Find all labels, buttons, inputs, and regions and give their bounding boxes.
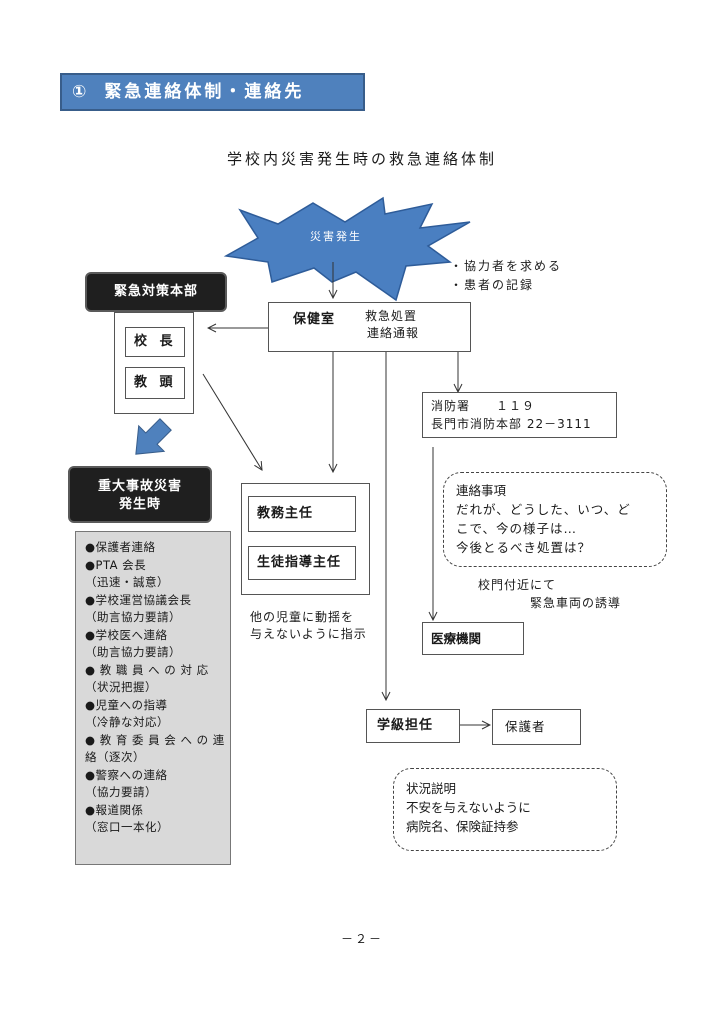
situation-line-2: 病院名、保険証持参 xyxy=(406,819,519,834)
hq-box: 校 長 教 頭 xyxy=(114,312,194,414)
serious-list-item: ● 教 育 委 員 会 へ の 連 xyxy=(85,732,225,747)
hq-label: 緊急対策本部 xyxy=(85,272,227,312)
staff-note: 他の児童に動揺を 与えないように指示 xyxy=(250,609,367,643)
hq-member-vice-principal: 教 頭 xyxy=(125,367,185,399)
serious-list-item: ●PTA 会長 xyxy=(85,557,147,572)
explosion-shape xyxy=(223,196,471,302)
health-room-actions: 救急処置 連絡通報 xyxy=(365,308,419,342)
situation-box: 状況説明 不安を与えないように 病院名、保険証持参 xyxy=(393,768,617,851)
serious-list-item: （窓口一本化） xyxy=(85,820,169,834)
serious-action-list: ●保護者連絡 ●PTA 会長 （迅速・誠意） ●学校運営協議会長 （助言協力要請） ●学校… xyxy=(75,531,231,865)
staff-box: 教務主任 生徒指導主任 xyxy=(241,483,370,595)
fire-dept-box: 消防署 １１９ 長門市消防本部 22－3111 xyxy=(422,392,617,438)
serious-list-item: ●児童への指導 xyxy=(85,697,168,712)
staff-note-1: 他の児童に動揺を xyxy=(250,610,355,624)
serious-accident-label: 重大事故災害 発生時 xyxy=(68,466,212,523)
section-number: ① xyxy=(72,82,87,102)
health-room-box: 保健室 救急処置 連絡通報 xyxy=(268,302,471,352)
serious-list-item: （協力要請） xyxy=(85,785,157,799)
fire-dept-line-1: 消防署 １１９ xyxy=(431,399,536,413)
event-label: 災害発生 xyxy=(310,230,362,243)
serious-label-line-2: 発生時 xyxy=(118,497,161,512)
serious-list-item: （迅速・誠意） xyxy=(85,575,169,589)
section-title: 緊急連絡体制・連絡先 xyxy=(104,82,305,102)
section-header: ① 緊急連絡体制・連絡先 xyxy=(60,73,365,111)
contact-items-box: 連絡事項 だれが、どうした、いつ、ど こで、今の様子は… 今後とるべき処置は？ xyxy=(443,472,667,567)
serious-list-item: （状況把握） xyxy=(85,680,157,694)
diagram-title: 学校内災害発生時の救急連絡体制 xyxy=(226,150,497,168)
fire-dept-line-2: 長門市消防本部 22－3111 xyxy=(431,417,592,431)
homeroom-box: 学級担任 xyxy=(366,709,460,743)
serious-list-item: （冷静な対応） xyxy=(85,715,169,729)
situation-title: 状況説明 xyxy=(406,781,457,796)
health-action-2: 連絡通報 xyxy=(367,326,420,340)
contact-items-title: 連絡事項 xyxy=(456,483,507,498)
staff-note-2: 与えないように指示 xyxy=(250,627,367,641)
situation-line-1: 不安を与えないように xyxy=(406,800,531,815)
contact-items-line-1: だれが、どうした、いつ、ど xyxy=(456,502,631,517)
health-room-label: 保健室 xyxy=(293,312,336,327)
guidance-note-2: 緊急車両の誘導 xyxy=(530,596,622,610)
event-note-2: ・患者の記録 xyxy=(450,278,535,292)
blue-down-arrow xyxy=(135,418,172,455)
event-notes: ・協力者を求める ・患者の記録 xyxy=(450,257,562,295)
serious-label-line-1: 重大事故災害 xyxy=(97,479,182,494)
staff-academic-head: 教務主任 xyxy=(248,496,356,532)
hq-member-principal: 校 長 xyxy=(125,327,185,357)
guardian-box: 保護者 xyxy=(492,709,581,745)
serious-list-item: ●学校運営協議会長 xyxy=(85,592,192,607)
medical-box: 医療機関 xyxy=(422,622,524,655)
serious-list-item: 絡（逐次） xyxy=(85,750,145,764)
page-number: －２－ xyxy=(340,932,383,946)
serious-list-item: ● 教 職 員 へ の 対 応 xyxy=(85,662,209,677)
health-action-1: 救急処置 xyxy=(365,309,418,323)
arrow-hq-to-staff xyxy=(202,373,262,470)
contact-items-line-2: こで、今の様子は… xyxy=(456,521,578,536)
event-note-1: ・協力者を求める xyxy=(450,259,563,273)
serious-list-item: （助言協力要請） xyxy=(85,610,181,624)
serious-list-item: ●学校医へ連絡 xyxy=(85,627,168,642)
contact-items-line-3: 今後とるべき処置は？ xyxy=(456,540,592,555)
serious-list-item: ●警察への連絡 xyxy=(85,767,168,782)
serious-list-item: （助言協力要請） xyxy=(85,645,181,659)
guidance-note-1: 校門付近にて xyxy=(478,578,557,592)
serious-list-item: ●報道関係 xyxy=(85,802,144,817)
staff-guidance-head: 生徒指導主任 xyxy=(248,546,356,580)
serious-list-item: ●保護者連絡 xyxy=(85,540,156,554)
